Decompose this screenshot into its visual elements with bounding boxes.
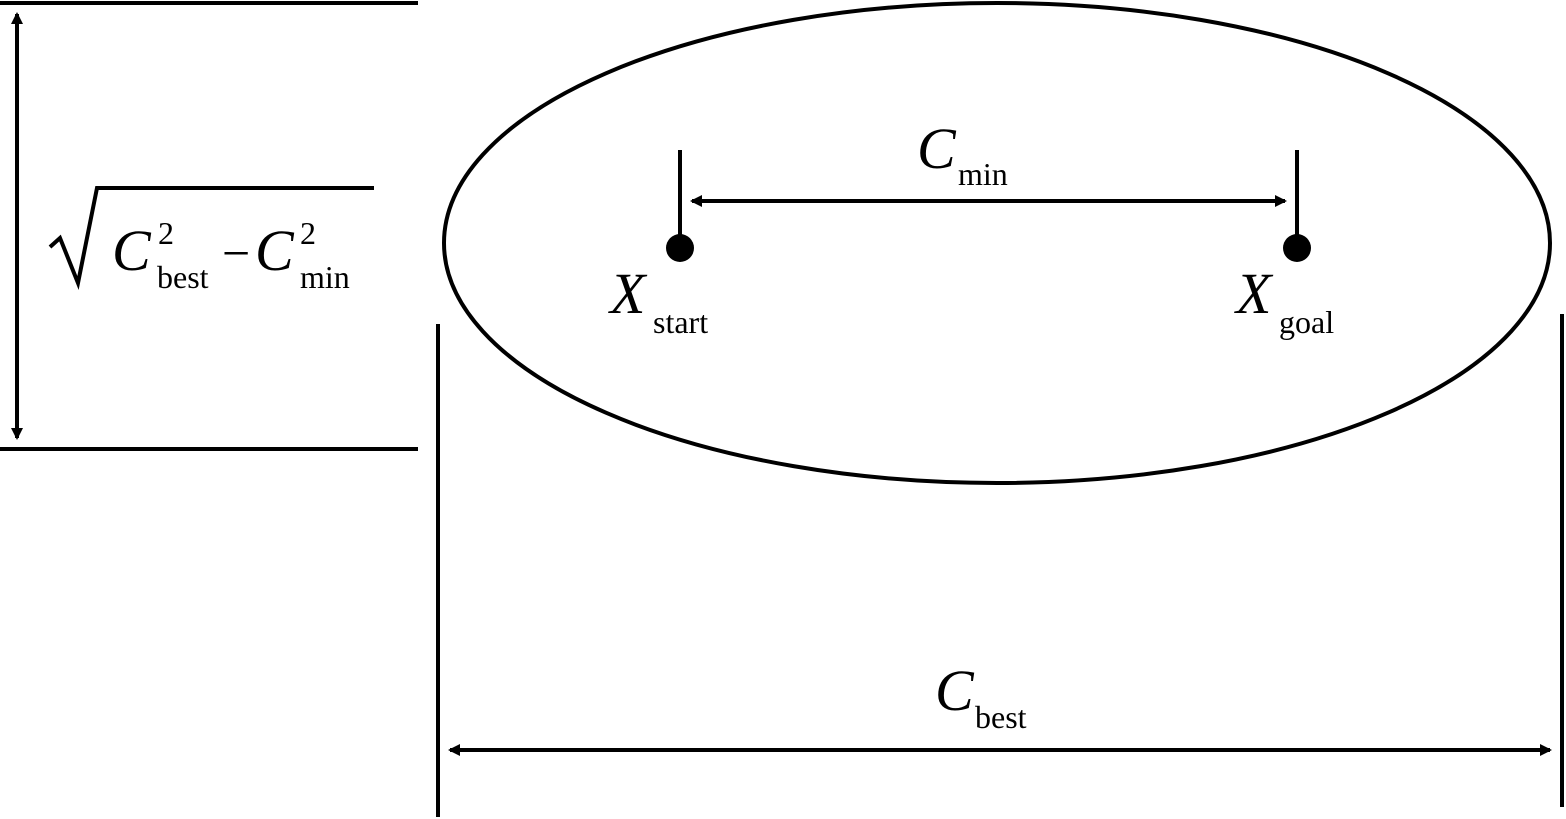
minor-axis-term1-symbol: C — [112, 218, 152, 283]
minor-axis-operator: − — [222, 225, 250, 281]
x-goal-subscript: goal — [1279, 304, 1334, 340]
minor-axis-term1-subscript: best — [157, 259, 209, 295]
c-min-symbol: C — [917, 116, 957, 181]
x-goal-symbol: X — [1234, 261, 1274, 326]
c-best-subscript: best — [975, 699, 1027, 735]
minor-axis-term2-symbol: C — [255, 218, 295, 283]
minor-axis-term2-superscript: 2 — [300, 215, 316, 251]
minor-axis-term1-superscript: 2 — [158, 215, 174, 251]
x-start-symbol: X — [608, 261, 648, 326]
sqrt-radical-icon — [48, 186, 374, 290]
c-best-symbol: C — [935, 658, 975, 723]
informed-ellipse — [442, 1, 1552, 485]
x-goal-point — [1283, 234, 1311, 262]
c-min-subscript: min — [958, 156, 1008, 192]
minor-axis-term2-subscript: min — [300, 259, 350, 295]
x-start-subscript: start — [653, 304, 708, 340]
x-start-point — [666, 234, 694, 262]
